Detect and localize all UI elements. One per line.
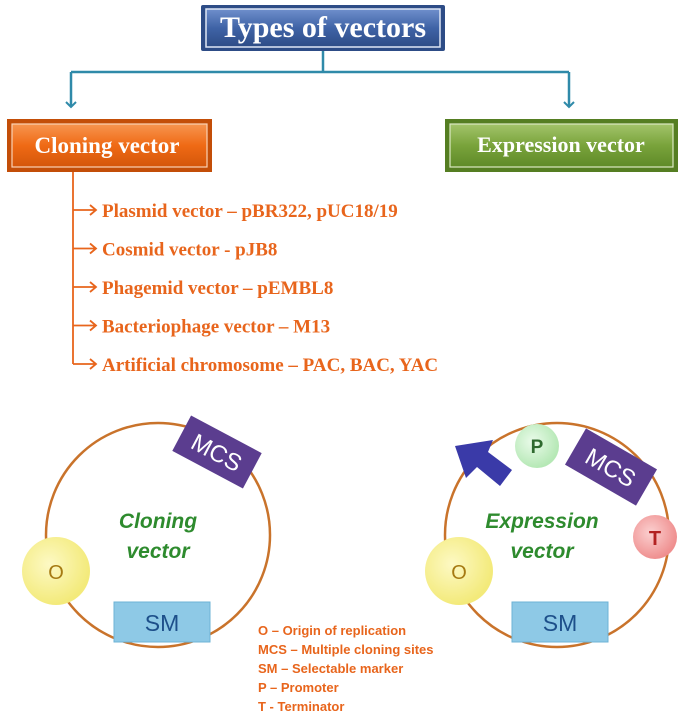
cloning-vector-title: Cloning vector (34, 133, 179, 158)
cloning-sm-box: SM (113, 601, 211, 643)
cloning-vector-list: Plasmid vector – pBR322, pUC18/19Cosmid … (72, 172, 438, 376)
expression-vector-title: Expression vector (477, 132, 645, 157)
expression-vector-box: Expression vector (445, 119, 678, 172)
promoter-label: P (531, 437, 544, 458)
expression-mcs-box: MCS (564, 428, 658, 506)
cloning-sm-label: SM (145, 610, 180, 636)
list-arrow-icon (73, 358, 98, 370)
expression-origin-circle: O (425, 537, 493, 605)
promoter-arrow-icon (455, 440, 512, 486)
cloning-vector-diagram: Cloning vector MCS O SM (22, 415, 272, 649)
cloning-origin-label: O (48, 562, 64, 584)
cloning-diagram-label-line2: vector (126, 540, 191, 563)
cloning-diagram-label-line1: Cloning (119, 510, 197, 533)
terminator-circle: T (633, 515, 677, 559)
list-arrow-icon (73, 242, 98, 255)
cloning-plasmid-ring (44, 421, 272, 649)
expression-sm-label: SM (543, 610, 578, 636)
cloning-vector-box: Cloning vector (7, 119, 212, 172)
list-arrow-icon (73, 281, 98, 293)
cloning-list-item: Plasmid vector – pBR322, pUC18/19 (102, 201, 398, 222)
expression-vector-diagram: Expression vector P MCS T O SM (425, 421, 677, 649)
title-box: Types of vectors (201, 5, 445, 51)
legend-item: P – Promoter (258, 680, 339, 695)
expression-sm-box: SM (511, 601, 609, 643)
cloning-list-item: Cosmid vector - pJB8 (102, 240, 277, 261)
legend-item: O – Origin of replication (258, 623, 406, 638)
cloning-origin-circle: O (22, 537, 90, 605)
list-arrow-icon (73, 204, 98, 216)
legend-item: SM – Selectable marker (258, 661, 403, 676)
list-arrow-icon (73, 319, 98, 332)
terminator-label: T (649, 528, 661, 550)
legend-item: T - Terminator (258, 699, 344, 714)
cloning-list-item: Bacteriophage vector – M13 (102, 317, 330, 338)
cloning-list-item: Artificial chromosome – PAC, BAC, YAC (102, 355, 438, 376)
expression-diagram-label-line2: vector (510, 540, 575, 563)
legend-item: MCS – Multiple cloning sites (258, 642, 434, 657)
diagram-title: Types of vectors (220, 11, 426, 44)
expression-origin-label: O (451, 562, 467, 584)
cloning-list-item: Phagemid vector – pEMBL8 (102, 278, 333, 299)
title-connectors (65, 51, 575, 109)
promoter-circle: P (515, 424, 559, 468)
cloning-mcs-box: MCS (172, 415, 262, 489)
expression-diagram-label-line1: Expression (485, 510, 598, 533)
